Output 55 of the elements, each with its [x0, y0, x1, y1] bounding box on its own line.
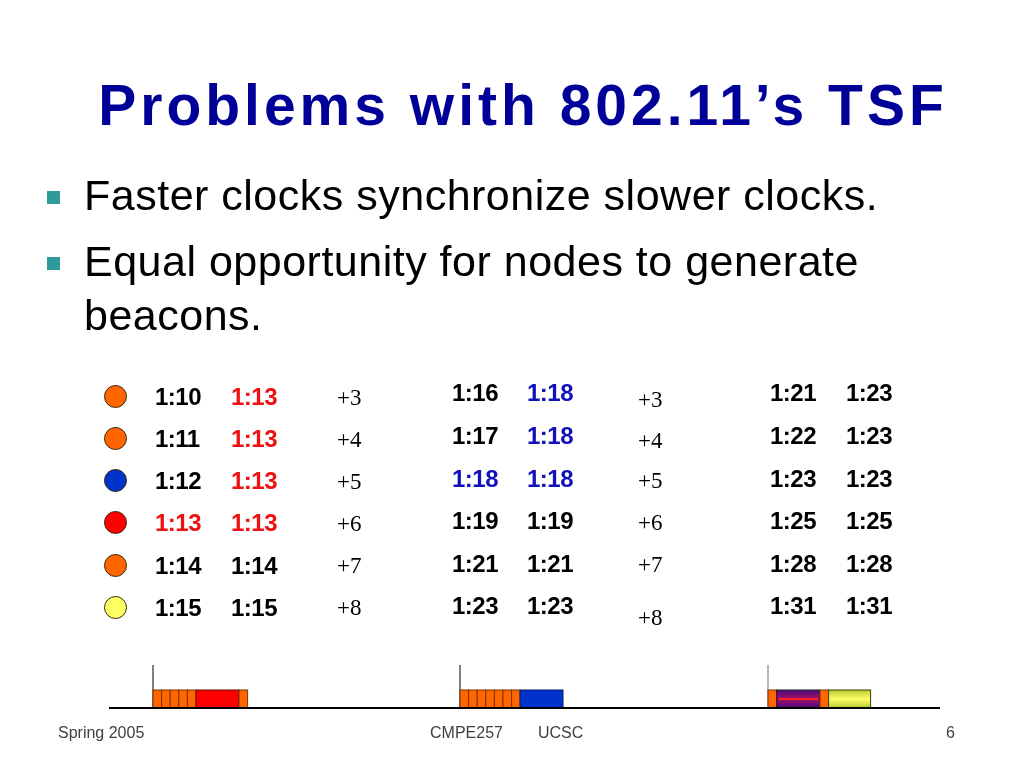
- clock-time: 1:13: [231, 425, 278, 453]
- clock-time: 1:19: [527, 507, 574, 535]
- offset-value: +6: [638, 509, 663, 537]
- page-number: 6: [946, 723, 955, 743]
- offset-value: +5: [638, 467, 663, 495]
- clock-time: 1:28: [846, 550, 893, 578]
- clock-time: 1:14: [155, 552, 202, 580]
- offset-value: +5: [337, 468, 362, 496]
- clock-time: 1:31: [846, 592, 893, 620]
- offset-value: +7: [638, 551, 663, 579]
- clock-time: 1:28: [770, 550, 817, 578]
- clock-time: 1:17: [452, 422, 499, 450]
- bullet-text: Equal opportunity for nodes to generate beacons.: [84, 236, 860, 341]
- offset-value: +4: [638, 427, 663, 455]
- footer-school: UCSC: [538, 723, 584, 743]
- clock-time: 1:11: [155, 425, 200, 453]
- clock-time: 1:15: [155, 594, 202, 622]
- clock-time: 1:22: [770, 422, 817, 450]
- offset-value: +6: [337, 510, 362, 538]
- offset-value: +4: [337, 426, 362, 454]
- clock-time: 1:18: [527, 422, 574, 450]
- clock-time: 1:13: [231, 509, 278, 537]
- clock-time: 1:21: [452, 550, 499, 578]
- clock-time: 1:13: [231, 467, 278, 495]
- clock-time: 1:23: [846, 465, 893, 493]
- offset-value: +7: [337, 552, 362, 580]
- offset-value: +8: [337, 594, 362, 622]
- offset-value: +3: [337, 384, 362, 412]
- clock-time: 1:18: [527, 465, 574, 493]
- clock-time: 1:10: [155, 383, 202, 411]
- clock-time: 1:13: [155, 509, 202, 537]
- clock-time: 1:25: [846, 507, 893, 535]
- clock-time: 1:31: [770, 592, 817, 620]
- clock-time: 1:13: [231, 383, 278, 411]
- clock-time: 1:18: [527, 379, 574, 407]
- clock-time: 1:14: [231, 552, 278, 580]
- footer-course: CMPE257: [430, 723, 503, 743]
- clock-time: 1:16: [452, 379, 499, 407]
- clock-time: 1:23: [770, 465, 817, 493]
- clock-time: 1:25: [770, 507, 817, 535]
- clock-time: 1:23: [527, 592, 574, 620]
- offset-value: +3: [638, 386, 663, 414]
- slide-title: Problems with 802.11’s TSF: [98, 72, 948, 138]
- footer-date: Spring 2005: [58, 723, 145, 743]
- clock-time: 1:21: [770, 379, 817, 407]
- clock-time: 1:21: [527, 550, 574, 578]
- clock-time: 1:23: [846, 379, 893, 407]
- bullet-text: Faster clocks synchronize slower clocks.: [84, 170, 879, 221]
- clock-time: 1:18: [452, 465, 499, 493]
- clock-time: 1:23: [846, 422, 893, 450]
- clock-time: 1:15: [231, 594, 278, 622]
- clock-time: 1:19: [452, 507, 499, 535]
- clock-time: 1:23: [452, 592, 499, 620]
- offset-value: +8: [638, 604, 663, 632]
- clock-time: 1:12: [155, 467, 202, 495]
